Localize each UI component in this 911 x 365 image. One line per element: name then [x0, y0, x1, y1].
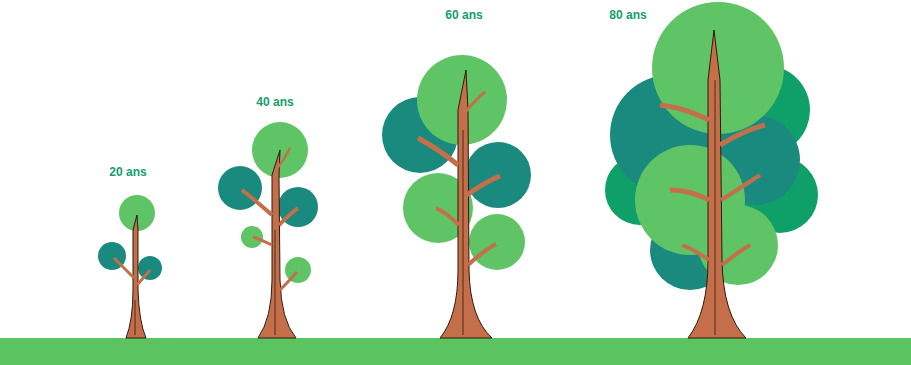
tree-80	[605, 2, 818, 338]
ground-bar	[0, 338, 911, 365]
tree-20	[98, 195, 162, 338]
age-label: 80 ans	[609, 9, 646, 21]
age-label: 40 ans	[256, 96, 293, 108]
age-label: 20 ans	[109, 166, 146, 178]
tree-40	[218, 122, 318, 338]
age-label: 60 ans	[445, 9, 482, 21]
tree-60	[382, 55, 531, 338]
